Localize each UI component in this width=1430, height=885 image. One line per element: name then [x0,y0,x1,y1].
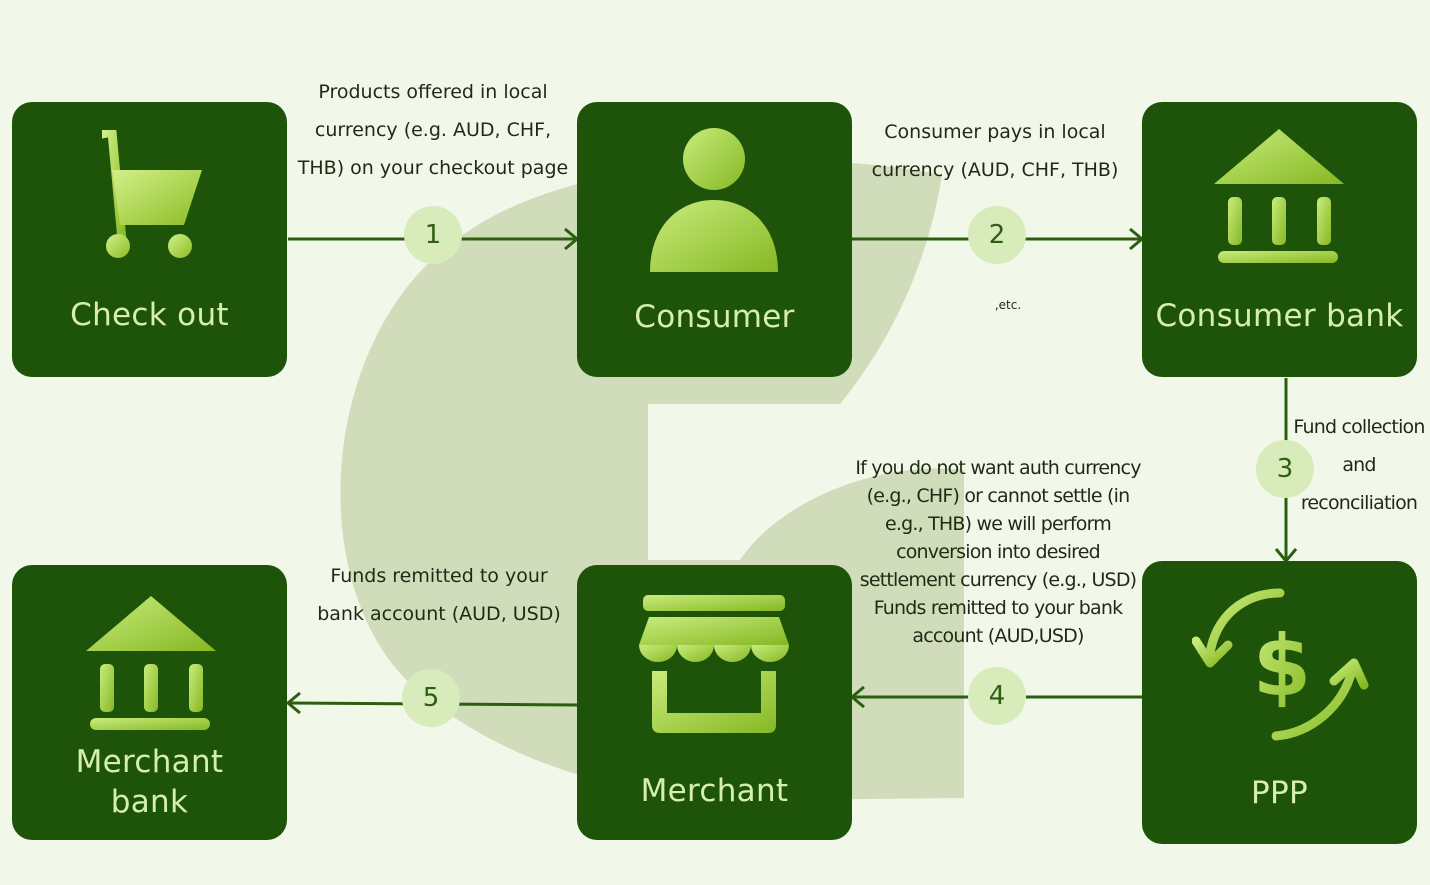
merchant-bank-label: Merchant bank [75,744,224,820]
checkout-box: Check out [12,102,287,377]
step-5-note: Funds remitted to your bank account (AUD… [317,565,561,625]
bank-icon [86,596,216,730]
step-1-note: Products offered in local currency (e.g.… [297,81,569,179]
currency-exchange-icon: $ [1192,588,1369,741]
merchant-box: Merchant [577,565,852,840]
storefront-icon [639,595,789,733]
merchant-label: Merchant [640,773,789,809]
arrow-4-head [849,685,865,709]
step-2-badge: 2 [968,206,1026,264]
consumer-box: Consumer [577,102,852,377]
step-3-badge: 3 [1256,440,1314,498]
svg-text:$: $ [1253,617,1311,715]
bank-icon [1214,129,1344,263]
ppp-label: PPP [1251,775,1308,811]
step-4-badge: 4 [968,667,1026,725]
step-2-extra-note: ,etc. [994,298,1022,312]
merchant-bank-box: Merchant bank [12,565,287,840]
step-3-note: Fund collection and reconciliation [1293,416,1425,514]
consumer-bank-box: Consumer bank [1142,102,1417,377]
person-icon [650,128,778,272]
step-4-note: If you do not want auth currency (e.g., … [855,457,1141,647]
ppp-box: $ PPP [1142,561,1417,844]
shopping-cart-icon [102,130,202,258]
consumer-bank-label: Consumer bank [1155,298,1404,334]
step-5-badge: 5 [402,669,460,727]
step-2-note: Consumer pays in local currency (AUD, CH… [871,121,1119,181]
checkout-label: Check out [70,297,229,333]
step-1-badge: 1 [404,206,462,264]
consumer-label: Consumer [634,299,795,335]
arrow-5-head [285,691,301,715]
